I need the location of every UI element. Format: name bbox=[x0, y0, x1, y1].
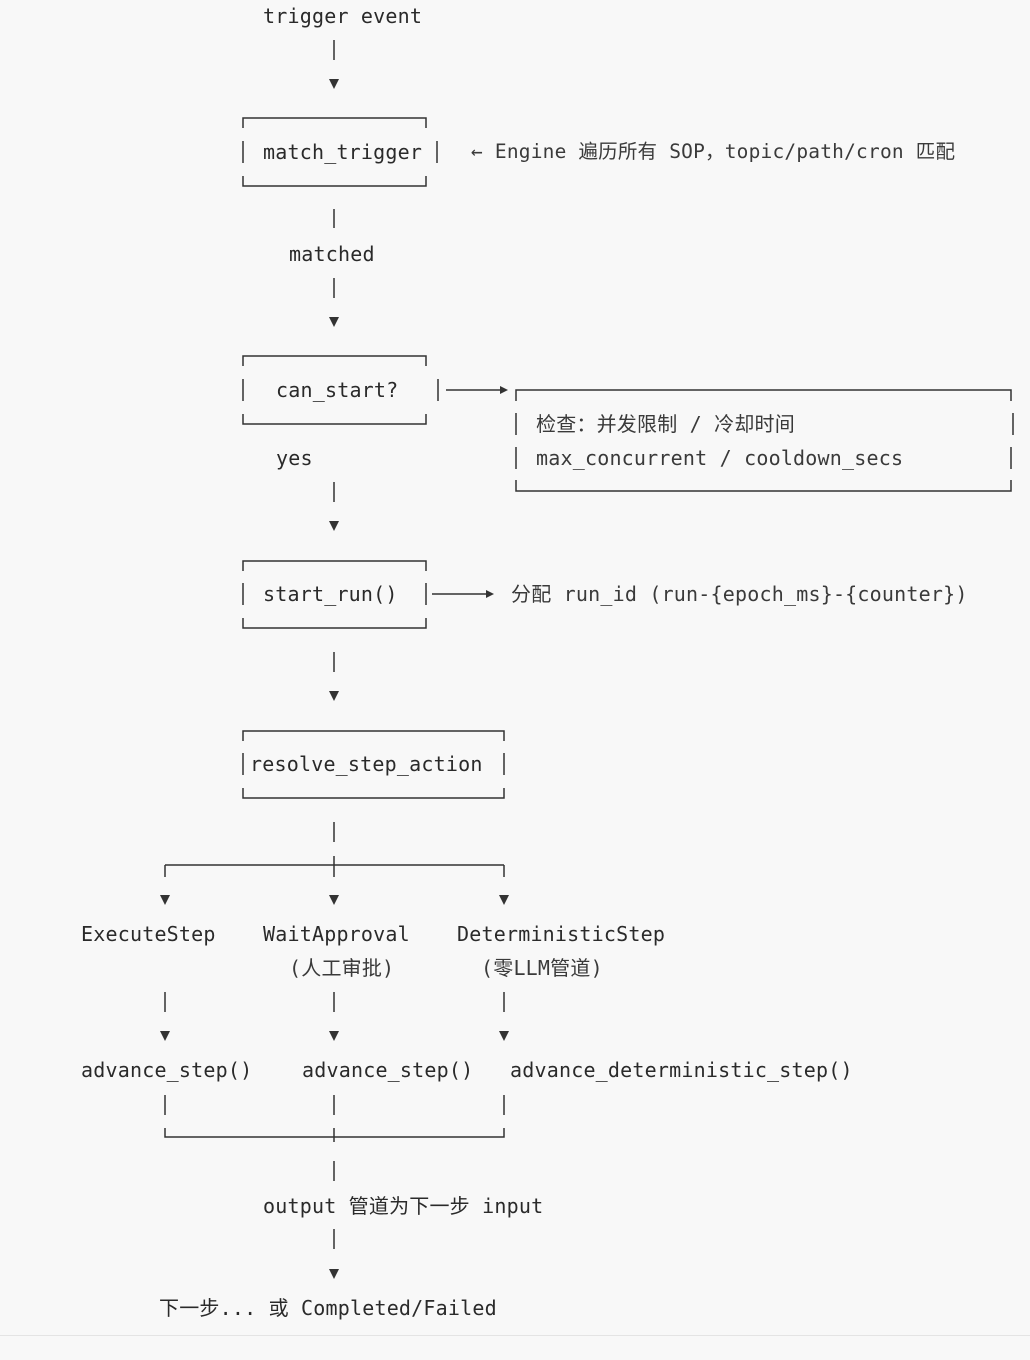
matched-label: matched bbox=[289, 242, 375, 266]
bottom-divider bbox=[0, 1335, 1030, 1336]
box-match-trigger-bottom bbox=[242, 176, 427, 187]
arrow-right-icon bbox=[500, 386, 508, 394]
match-trigger-note: ← Engine 遍历所有 SOP，topic/path/cron 匹配 bbox=[471, 140, 956, 163]
branch-deterministic-step: DeterministicStep bbox=[457, 922, 666, 946]
branch-wait-approval-sub: (人工审批) bbox=[289, 956, 395, 980]
branch-execute-step: ExecuteStep bbox=[81, 922, 216, 946]
check-limits-text: 检查：并发限制 / 冷却时间 bbox=[536, 412, 795, 436]
branch-deterministic-step-sub: (零LLM管道) bbox=[481, 956, 603, 980]
arrow-down-icon bbox=[499, 1031, 509, 1041]
box-start-run-bottom bbox=[242, 618, 427, 629]
arrow-down-icon bbox=[329, 317, 339, 327]
check-params-text: max_concurrent / cooldown_secs bbox=[536, 446, 904, 470]
box-check-bottom bbox=[515, 480, 1012, 492]
box-resolve-top bbox=[242, 730, 505, 741]
box-match-trigger-top bbox=[242, 117, 427, 128]
start-run-node: start_run() bbox=[263, 582, 398, 606]
resolve-step-action-node: resolve_step_action bbox=[250, 752, 483, 776]
arrow-down-icon bbox=[499, 895, 509, 905]
yes-label: yes bbox=[276, 446, 313, 470]
arrow-down-icon bbox=[329, 691, 339, 701]
box-can-start-bottom bbox=[242, 414, 427, 425]
arrow-down-icon bbox=[329, 895, 339, 905]
run-id-note: 分配 run_id (run-{epoch_ms}-{counter}) bbox=[511, 582, 968, 606]
arrow-down-icon bbox=[160, 895, 170, 905]
box-start-run-top bbox=[242, 560, 427, 571]
arrow-down-icon bbox=[329, 521, 339, 531]
match-trigger-node: match_trigger bbox=[263, 140, 423, 164]
arrow-down-icon bbox=[329, 79, 339, 89]
final-state-label: 下一步... 或 Completed/Failed bbox=[159, 1296, 497, 1320]
advance-step-approval: advance_step() bbox=[302, 1058, 474, 1082]
arrow-down-icon bbox=[329, 1031, 339, 1041]
box-can-start-top bbox=[242, 355, 427, 366]
box-resolve-bottom bbox=[242, 788, 505, 799]
box-check-top bbox=[515, 389, 1012, 401]
output-pipe-label: output 管道为下一步 input bbox=[263, 1194, 544, 1218]
arrow-right-icon bbox=[486, 590, 494, 598]
arrow-down-icon bbox=[329, 1269, 339, 1279]
trigger-event-label: trigger event bbox=[263, 4, 423, 28]
can-start-node: can_start? bbox=[276, 378, 399, 402]
arrow-down-icon bbox=[160, 1031, 170, 1041]
branch-wait-approval: WaitApproval bbox=[263, 922, 410, 946]
advance-step-execute: advance_step() bbox=[81, 1058, 253, 1082]
advance-deterministic-step: advance_deterministic_step() bbox=[510, 1058, 853, 1082]
